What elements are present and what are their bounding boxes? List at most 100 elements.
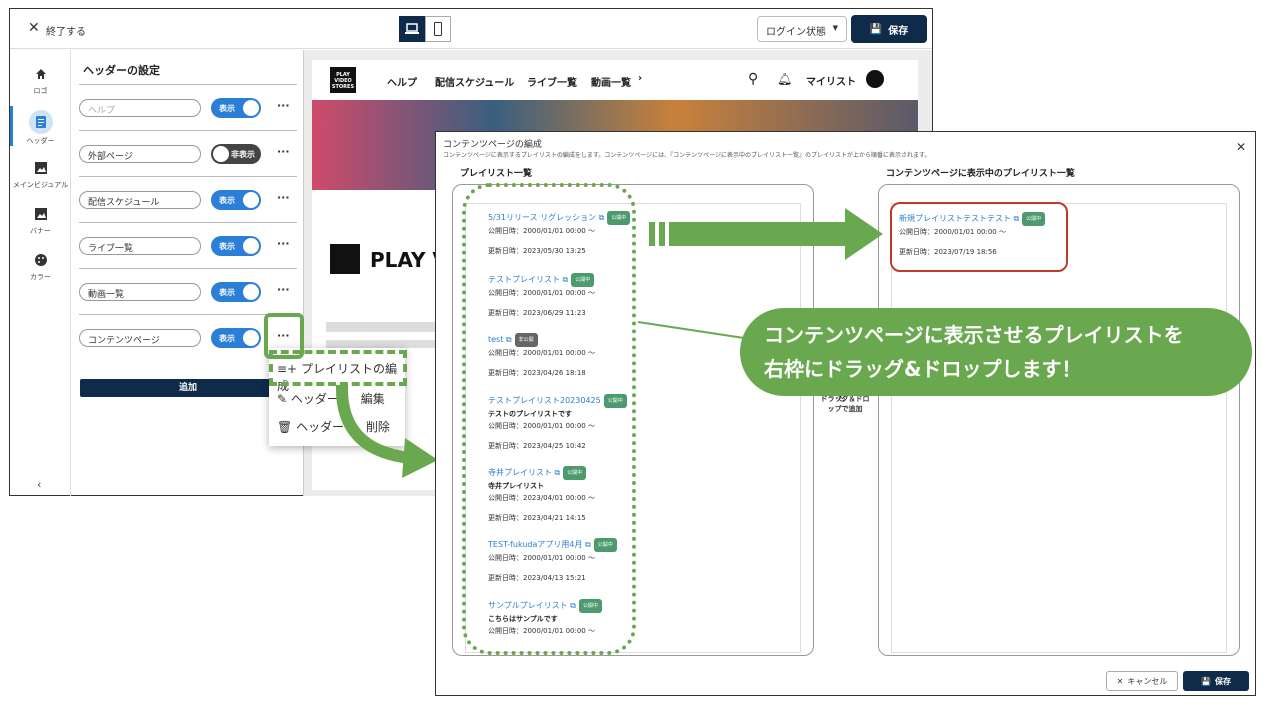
menu-item-edit-playlist[interactable]: ≡+ プレイリストの編成 <box>277 360 405 394</box>
playlist-card[interactable]: サンプルプレイリスト ⧉公開中 こちらはサンプルです 公開日時：2000/01/… <box>488 599 603 637</box>
status-badge: 公開中 <box>607 211 631 225</box>
sidebar-item-logo[interactable]: ロゴ <box>10 64 71 96</box>
pencil-icon: ✎ <box>277 392 288 406</box>
updated-date: 更新日時：2023/04/13 15:21 <box>488 574 586 582</box>
preview-big-logo: PLAY V <box>370 248 448 272</box>
mobile-view-button[interactable] <box>425 16 451 42</box>
exit-label[interactable]: 終了する <box>46 27 86 38</box>
header-row: コンテンツページ 表示 ··· <box>79 314 297 360</box>
sidebar-item-banner[interactable]: バナー <box>10 204 71 236</box>
more-icon[interactable]: ··· <box>277 283 290 296</box>
more-icon[interactable]: ··· <box>277 191 290 204</box>
more-icon[interactable]: ··· <box>277 237 290 250</box>
highlight-dropped-playlist <box>890 202 1068 272</box>
menu-item-delete-header[interactable]: 🗑︎ ヘッダー 削除 <box>277 418 390 435</box>
more-icon[interactable]: ··· <box>277 145 290 158</box>
published-date: 公開日時：2000/01/01 00:00 〜 <box>488 227 595 235</box>
menu-label: 削除 <box>365 420 390 434</box>
visibility-toggle[interactable]: 表示 <box>211 282 261 302</box>
close-icon[interactable]: ✕ <box>1236 140 1247 154</box>
close-icon[interactable]: ✕ <box>28 20 40 36</box>
callout-pointer-line <box>637 321 745 339</box>
modal-save-button[interactable]: 💾 保存 <box>1183 671 1249 691</box>
bell-icon: 🔔︎ <box>777 72 793 86</box>
save-button[interactable]: 💾 保存 <box>851 15 927 43</box>
curved-arrow-icon <box>335 384 438 478</box>
add-button[interactable]: 追加 <box>80 379 296 397</box>
published-date: 公開日時：2000/01/01 00:00 〜 <box>488 289 595 297</box>
sidebar-item-main-visual[interactable]: メインビジュアル <box>10 158 71 190</box>
visibility-toggle[interactable]: 表示 <box>211 190 261 210</box>
desktop-view-button[interactable] <box>399 16 425 42</box>
header-item-input[interactable]: 動画一覧 <box>79 283 201 301</box>
header-settings-panel: ヘッダーの設定 ヘルプ 表示 ··· 外部ページ 非表示 ··· 配信スケジュー… <box>71 50 304 496</box>
visibility-toggle[interactable]: 表示 <box>211 98 261 118</box>
modal-subtitle: コンテンツページに表示するプレイリストの編成をします。コンテンツページには、『コ… <box>443 152 931 159</box>
header-item-input[interactable]: コンテンツページ <box>79 329 201 347</box>
more-icon[interactable]: ··· <box>277 99 290 112</box>
preview-body-logo <box>330 244 360 274</box>
visibility-toggle[interactable]: 表示 <box>211 328 261 348</box>
sidebar-item-header[interactable]: ヘッダー <box>10 110 71 146</box>
playlist-title[interactable]: 寺井プレイリスト <box>488 468 552 477</box>
instruction-callout: コンテンツページに表示させるプレイリストを 右枠にドラッグ&ドロップします！ <box>740 308 1252 396</box>
callout-line: コンテンツページに表示させるプレイリストを <box>764 323 1184 347</box>
visibility-toggle[interactable]: 表示 <box>211 236 261 256</box>
updated-date: 更新日時：2023/04/25 10:42 <box>488 442 586 450</box>
header-item-input[interactable]: ライブ一覧 <box>79 237 201 255</box>
header-item-input[interactable]: 配信スケジュール <box>79 191 201 209</box>
home-icon <box>31 64 51 84</box>
external-link-icon[interactable]: ⧉ <box>560 275 569 284</box>
chevron-down-icon: ▼ <box>832 24 838 32</box>
playlist-title[interactable]: 新規プレイリストテストテスト <box>899 214 1011 223</box>
toggle-label: 非表示 <box>231 150 255 159</box>
published-date: 公開日時：2000/01/01 00:00 〜 <box>899 228 1006 236</box>
sidebar-item-label: ヘッダー <box>26 137 55 145</box>
playlist-card[interactable]: テストプレイリスト ⧉公開中 公開日時：2000/01/01 00:00 〜 更… <box>488 273 595 319</box>
playlist-card[interactable]: 新規プレイリストテストテスト ⧉公開中 公開日時：2000/01/01 00:0… <box>899 212 1046 258</box>
laptop-icon <box>405 23 419 34</box>
more-icon[interactable]: ··· <box>277 329 290 342</box>
header-item-input[interactable]: 外部ページ <box>79 145 201 163</box>
right-column-title: コンテンツページに表示中のプレイリスト一覧 <box>886 169 1075 179</box>
playlist-title[interactable]: test <box>488 335 504 344</box>
playlist-card[interactable]: TEST-fukudaアプリ用4月 ⧉公開中 公開日時：2000/01/01 0… <box>488 538 617 584</box>
playlist-card[interactable]: 寺井プレイリスト ⧉公開中 寺井プレイリスト 公開日時：2023/04/01 0… <box>488 466 595 524</box>
published-date: 公開日時：2000/01/01 00:00 〜 <box>488 349 595 357</box>
external-link-icon[interactable]: ⧉ <box>1011 214 1020 223</box>
external-link-icon[interactable]: ⧉ <box>552 468 561 477</box>
external-link-icon[interactable]: ⧉ <box>503 335 512 344</box>
playlist-add-icon: ≡+ <box>277 362 298 376</box>
playlist-title[interactable]: 5/31リリース リグレッション <box>488 213 597 222</box>
menu-item-edit-header[interactable]: ✎ ヘッダー 編集 <box>277 390 385 407</box>
published-date: 公開日時：2000/01/01 00:00 〜 <box>488 422 595 430</box>
close-icon: ✕ <box>1116 676 1124 686</box>
playlist-card[interactable]: test ⧉非公開 公開日時：2000/01/01 00:00 〜 更新日時：2… <box>488 333 595 379</box>
playlist-title[interactable]: テストプレイリスト20230425 <box>488 396 601 405</box>
login-state-select[interactable]: ログイン状態 ▼ <box>757 16 847 42</box>
trash-icon: 🗑︎ <box>277 420 293 434</box>
external-link-icon[interactable]: ⧉ <box>596 213 605 222</box>
status-badge: 公開中 <box>603 394 627 408</box>
collapse-icon[interactable]: ‹ <box>37 478 42 491</box>
cancel-button[interactable]: ✕ キャンセル <box>1106 671 1178 691</box>
playlist-list-box[interactable]: 5/31リリース リグレッション ⧉公開中 公開日時：2000/01/01 00… <box>452 184 814 656</box>
preview-logo: PLAY VIDEO STORES <box>330 67 356 93</box>
toggle-label: 表示 <box>219 334 235 343</box>
drag-icon: ↻ <box>838 395 846 405</box>
settings-title: ヘッダーの設定 <box>83 64 160 77</box>
sidebar-item-color[interactable]: カラー <box>10 250 71 282</box>
visibility-toggle[interactable]: 非表示 <box>211 144 261 164</box>
highlight-menu-item <box>269 350 407 386</box>
playlist-title[interactable]: テストプレイリスト <box>488 275 560 284</box>
external-link-icon[interactable]: ⧉ <box>582 540 591 549</box>
playlist-title[interactable]: TEST-fukudaアプリ用4月 <box>488 540 583 549</box>
header-row: ヘルプ 表示 ··· <box>79 84 297 130</box>
playlist-title[interactable]: サンプルプレイリスト <box>488 601 568 610</box>
external-link-icon[interactable]: ⧉ <box>567 601 577 610</box>
header-item-input[interactable]: ヘルプ <box>79 99 201 117</box>
left-column-title: プレイリスト一覧 <box>460 169 533 179</box>
toggle-label: 表示 <box>219 196 235 205</box>
playlist-card[interactable]: 5/31リリース リグレッション ⧉公開中 公開日時：2000/01/01 00… <box>488 211 631 257</box>
